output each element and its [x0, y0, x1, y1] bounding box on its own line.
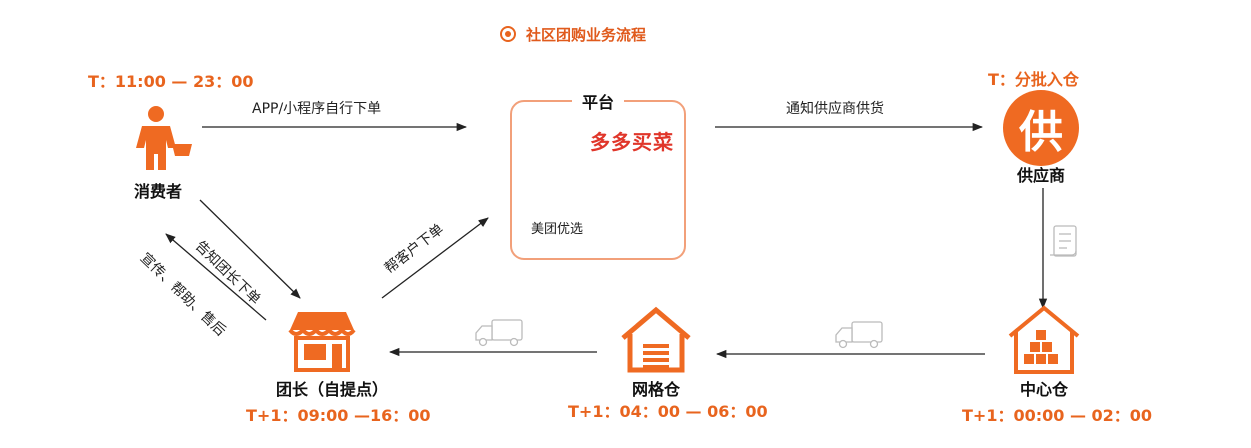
brand-xingshengyouxuan: 兴盛优选 [612, 187, 656, 200]
leader-time: T+1：09:00 —16：00 [246, 406, 431, 425]
edge-leader-consumer [165, 233, 267, 321]
brand-duoduomaicai: 多多买菜 [590, 130, 674, 154]
consumer-time: T：11:00 — 23：00 [88, 72, 254, 91]
center-warehouse-time: T+1：00:00 — 02：00 [962, 406, 1153, 425]
shop-icon [288, 312, 356, 372]
platform-box [510, 100, 686, 260]
box-stack-icon [1024, 330, 1058, 364]
diagram-title: 社区团购业务流程 [500, 22, 646, 46]
brand-meituanyouxuan: 美团优选 [531, 222, 584, 237]
supplier-icon: 供 [1003, 90, 1079, 166]
warehouse-icon [1008, 305, 1080, 374]
consumer-label: 消费者 [133, 182, 182, 201]
center-warehouse-label: 中心仓 [1019, 380, 1068, 399]
person-basket-icon [136, 106, 192, 170]
leader-label: 团长（自提点） [275, 380, 388, 399]
target-icon [500, 26, 516, 42]
edge-label-platform-supplier: 通知供应商供货 [786, 101, 884, 117]
grid-warehouse-label: 网格仓 [631, 380, 680, 399]
warehouse-icon [621, 306, 691, 373]
supplier-glyph: 供 [1019, 107, 1063, 158]
supplier-label: 供应商 [1016, 166, 1065, 185]
grid-warehouse-time: T+1：04：00 — 06：00 [568, 402, 768, 421]
edge-label-consumer-platform: APP/小程序自行下单 [252, 101, 382, 117]
supplier-time: T：分批入仓 [988, 70, 1079, 89]
diagram-title-text: 社区团购业务流程 [526, 25, 647, 44]
truck-icon [475, 319, 523, 347]
edge-leader-platform [381, 217, 489, 299]
document-icon [1050, 225, 1077, 257]
platform-label: 平台 [572, 89, 624, 113]
truck-icon [835, 321, 883, 349]
edge-consumer-leader [199, 199, 301, 299]
